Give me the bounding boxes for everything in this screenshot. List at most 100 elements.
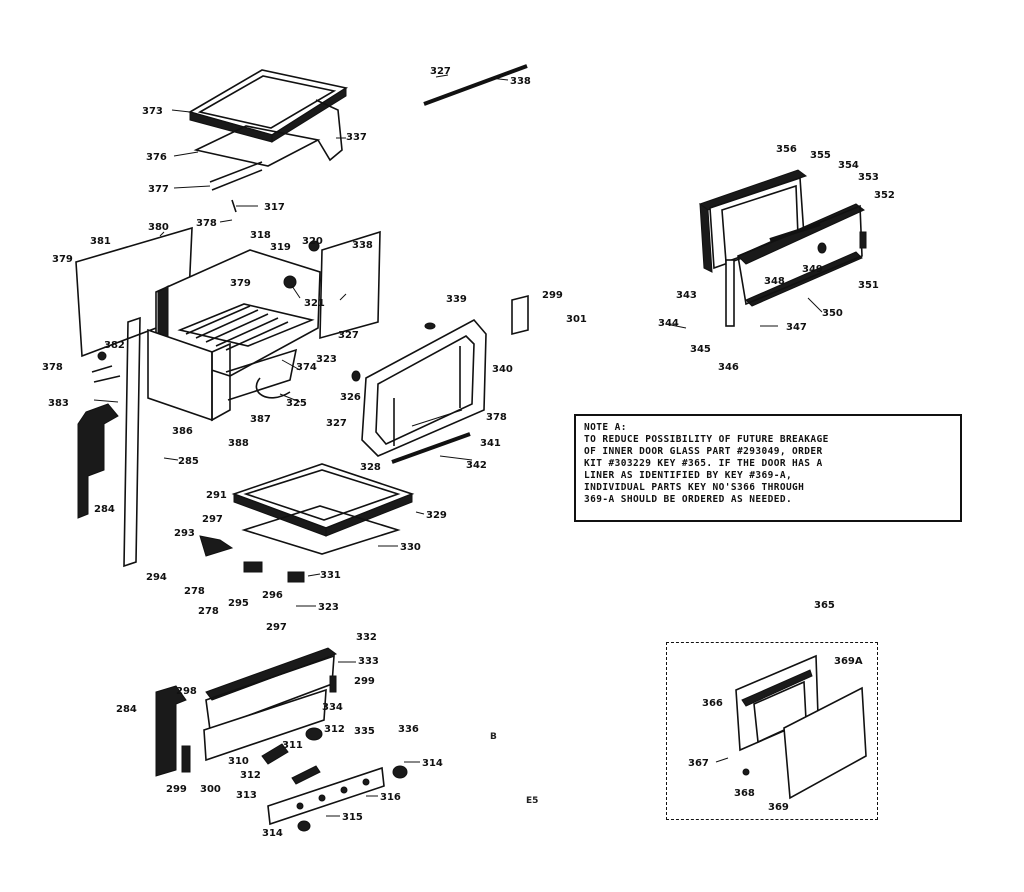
label-284-upper: 284 <box>94 504 115 515</box>
label-379-body: 379 <box>230 278 251 289</box>
door-glass-kit <box>735 654 867 800</box>
label-382: 382 <box>104 340 125 351</box>
label-368: 368 <box>734 788 755 799</box>
label-284-lower: 284 <box>116 704 137 715</box>
label-388: 388 <box>228 438 249 449</box>
top-rail-part <box>423 64 528 106</box>
label-338-rail: 338 <box>510 76 531 87</box>
label-310: 310 <box>228 756 249 767</box>
label-319: 319 <box>270 242 291 253</box>
label-325: 325 <box>286 398 307 409</box>
label-301: 301 <box>566 314 587 325</box>
label-328: 328 <box>360 462 381 473</box>
label-367: 367 <box>688 758 709 769</box>
label-317: 317 <box>264 202 285 213</box>
label-313: 313 <box>236 790 257 801</box>
label-342: 342 <box>466 460 487 471</box>
label-354: 354 <box>838 160 859 171</box>
label-365: 365 <box>814 600 835 611</box>
label-348: 348 <box>764 276 785 287</box>
page-mark-e5: E5 <box>526 796 539 806</box>
note-line: NOTE A: <box>584 422 627 433</box>
label-340: 340 <box>492 364 513 375</box>
label-331: 331 <box>320 570 341 581</box>
label-299-door: 299 <box>542 290 563 301</box>
note-line: LINER AS IDENTIFIED BY KEY #369-A, <box>584 470 793 481</box>
label-386: 386 <box>172 426 193 437</box>
label-356: 356 <box>776 144 797 155</box>
label-352: 352 <box>874 190 895 201</box>
label-349: 349 <box>802 264 823 275</box>
label-327-door: 327 <box>326 418 347 429</box>
note-line: 369-A SHOULD BE ORDERED AS NEEDED. <box>584 494 793 505</box>
label-320: 320 <box>302 236 323 247</box>
note-line: INDIVIDUAL PARTS KEY NO'S366 THROUGH <box>584 482 805 493</box>
note-line: TO REDUCE POSSIBILITY OF FUTURE BREAKAGE <box>584 434 829 445</box>
label-314-bottom: 314 <box>262 828 283 839</box>
label-346: 346 <box>718 362 739 373</box>
label-335: 335 <box>354 726 375 737</box>
oven-body <box>147 240 321 422</box>
label-381: 381 <box>90 236 111 247</box>
label-327-body: 327 <box>338 330 359 341</box>
label-323-body: 323 <box>316 354 337 365</box>
broiler-drawer-panel <box>199 463 415 583</box>
label-300: 300 <box>200 784 221 795</box>
part-labels: 373 337 376 377 317 378 327 338 380 381 … <box>42 66 895 839</box>
label-378-top: 378 <box>196 218 217 229</box>
door-glass-kit-dashed-box <box>666 642 878 820</box>
label-314-right: 314 <box>422 758 443 769</box>
label-353: 353 <box>858 172 879 183</box>
label-338: 338 <box>352 240 373 251</box>
label-376: 376 <box>146 152 167 163</box>
label-339: 339 <box>446 294 467 305</box>
label-315: 315 <box>342 812 363 823</box>
label-297-drawer: 297 <box>202 514 223 525</box>
label-383: 383 <box>48 398 69 409</box>
label-323-drawer: 323 <box>318 602 339 613</box>
page-mark-b: B <box>490 732 497 742</box>
label-312-lower: 312 <box>240 770 261 781</box>
label-369a: 369A <box>834 656 863 667</box>
left-vertical-rail <box>77 316 141 568</box>
note-line: OF INNER DOOR GLASS PART #293049, ORDER <box>584 446 823 457</box>
label-341: 341 <box>480 438 501 449</box>
label-345: 345 <box>690 344 711 355</box>
label-387: 387 <box>250 414 271 425</box>
label-311: 311 <box>282 740 303 751</box>
cooktop-top-assembly <box>187 69 349 213</box>
oven-door-assembly <box>698 169 867 327</box>
label-355: 355 <box>810 150 831 161</box>
label-285: 285 <box>178 456 199 467</box>
label-299-panel: 299 <box>354 676 375 687</box>
label-296: 296 <box>262 590 283 601</box>
label-337: 337 <box>346 132 367 143</box>
label-329: 329 <box>426 510 447 521</box>
label-347: 347 <box>786 322 807 333</box>
label-333: 333 <box>358 656 379 667</box>
label-299-bottom: 299 <box>166 784 187 795</box>
label-294: 294 <box>146 572 167 583</box>
label-330: 330 <box>400 542 421 553</box>
label-293: 293 <box>174 528 195 539</box>
label-297-lower: 297 <box>266 622 287 633</box>
label-312-upper: 312 <box>324 724 345 735</box>
label-334: 334 <box>322 702 343 713</box>
label-318: 318 <box>250 230 271 241</box>
label-291: 291 <box>206 490 227 501</box>
oven-door-frame <box>351 294 529 464</box>
label-379-left: 379 <box>52 254 73 265</box>
label-278-a: 278 <box>184 586 205 597</box>
rear-panel <box>319 230 381 340</box>
label-321: 321 <box>304 298 325 309</box>
label-295: 295 <box>228 598 249 609</box>
note-a-box: NOTE A: TO REDUCE POSSIBILITY OF FUTURE … <box>574 414 962 522</box>
label-343: 343 <box>676 290 697 301</box>
label-378-left: 378 <box>42 362 63 373</box>
label-369: 369 <box>768 802 789 813</box>
label-344: 344 <box>658 318 679 329</box>
leader-lines <box>93 109 823 817</box>
label-332: 332 <box>356 632 377 643</box>
